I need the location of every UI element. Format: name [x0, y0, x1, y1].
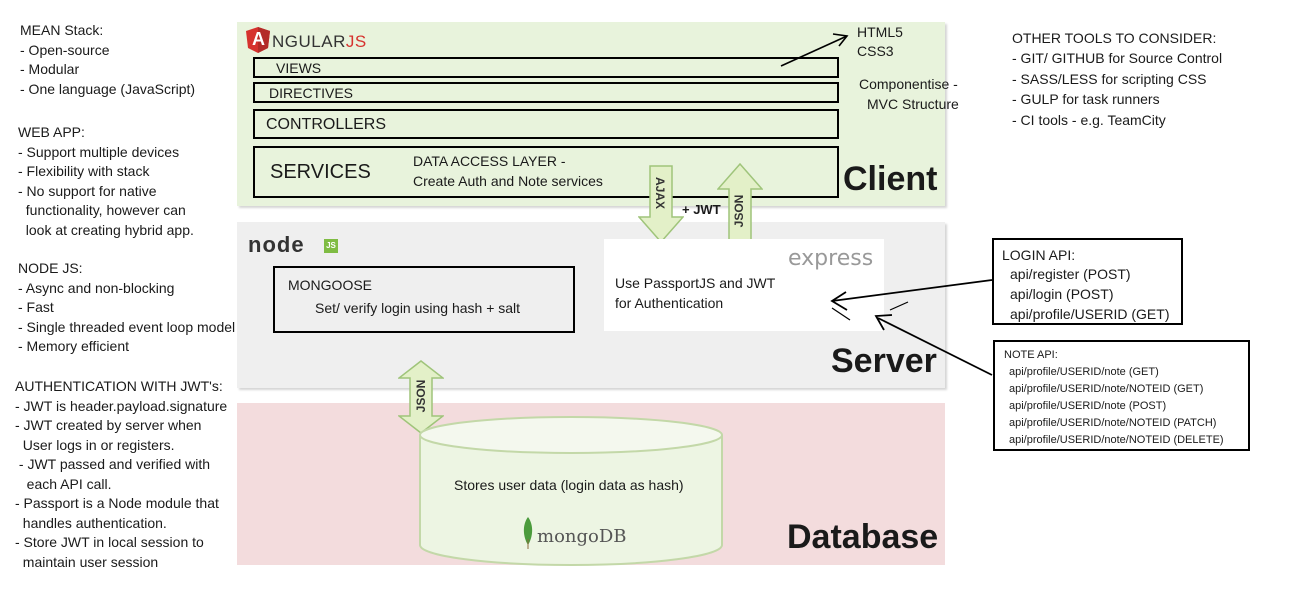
login-api-item: api/login (POST): [1010, 286, 1114, 302]
notes-mean-stack: MEAN Stack: - Open-source - Modular - On…: [20, 21, 195, 99]
note-item: - Modular: [20, 61, 80, 77]
json-db-label: JSON: [414, 379, 428, 413]
services-box: SERVICES DATA ACCESS LAYER - Create Auth…: [253, 146, 839, 198]
note-item: - Fast: [18, 299, 54, 315]
mongodb-logo: mongoDB: [537, 526, 627, 547]
directives-box: DIRECTIVES: [253, 82, 839, 103]
json-up-label: JSON: [732, 194, 746, 228]
notes-node-js: NODE JS: - Async and non-blocking - Fast…: [18, 259, 235, 357]
database-cylinder-icon: [419, 416, 723, 566]
html-css-arrow-icon: [780, 33, 849, 67]
angular-logo-text: NGULARJS: [272, 32, 367, 52]
notes-title: AUTHENTICATION WITH JWT's:: [15, 378, 223, 394]
views-box: VIEWS: [253, 57, 839, 78]
note-item: - Passport is a Node module that: [15, 495, 219, 511]
note-item: - JWT is header.payload.signature: [15, 397, 228, 414]
notes-title: OTHER TOOLS TO CONSIDER:: [1012, 30, 1217, 46]
node-js-badge: JS: [324, 239, 338, 253]
note-item: - One language (JavaScript): [20, 80, 196, 97]
mongo-leaf-icon: [523, 517, 533, 549]
note-item: - SASS/LESS for scripting CSS: [1012, 70, 1207, 87]
note-api-item: api/profile/USERID/note (GET): [1009, 366, 1159, 378]
note-item: - Open-source: [20, 41, 110, 58]
node-logo-text: node: [248, 232, 305, 257]
html5-label: HTML5: [857, 24, 903, 40]
server-layer-label: Server: [831, 342, 937, 380]
note-item: - Async and non-blocking: [18, 279, 175, 296]
ajax-label: AJAX: [653, 176, 667, 209]
client-layer-label: Client: [843, 160, 938, 198]
passport-line-2: for Authentication: [615, 295, 724, 311]
passport-line-1: Use PassportJS and JWT: [615, 275, 776, 291]
notes-title: WEB APP:: [18, 124, 85, 140]
angular-logo-suffix: JS: [345, 32, 367, 51]
note-item: maintain user session: [15, 553, 159, 570]
note-item: - Single threaded event loop model: [18, 318, 236, 335]
notes-web-app: WEB APP: - Support multiple devices - Fl…: [18, 123, 194, 240]
database-layer-label: Database: [787, 518, 939, 556]
controllers-box: CONTROLLERS: [253, 109, 839, 139]
mongoose-description: Set/ verify login using hash + salt: [315, 300, 521, 316]
note-item: - CI tools - e.g. TeamCity: [1012, 111, 1166, 128]
note-item: - JWT passed and verified with: [15, 456, 211, 472]
client-layer-band: [237, 22, 945, 206]
jwt-label: + JWT: [682, 202, 721, 217]
note-item: - Flexibility with stack: [18, 163, 150, 179]
note-api-box: NOTE API: api/profile/USERID/note (GET) …: [993, 340, 1250, 451]
login-api-title: LOGIN API:: [1002, 247, 1076, 263]
api-to-express-arrows-icon: [830, 279, 993, 376]
note-item: functionality, however can: [18, 202, 186, 218]
angular-logo-letter: A: [252, 29, 265, 49]
other-tools-notes: OTHER TOOLS TO CONSIDER: - GIT/ GITHUB f…: [1012, 28, 1222, 130]
directives-label: DIRECTIVES: [269, 85, 354, 101]
note-item: - Memory efficient: [18, 338, 129, 354]
note-item: look at creating hybrid app.: [18, 221, 194, 238]
mongoose-box: MONGOOSE Set/ verify login using hash + …: [273, 266, 575, 333]
note-item: - JWT created by server when: [15, 417, 202, 433]
note-item: each API call.: [15, 475, 112, 492]
note-api-item: api/profile/USERID/note (POST): [1009, 400, 1167, 412]
note-item: User logs in or registers.: [15, 436, 175, 453]
note-item: - GULP for task runners: [1012, 91, 1160, 107]
data-access-line-2: Create Auth and Note services: [413, 173, 603, 189]
data-access-line-1: DATA ACCESS LAYER -: [413, 153, 566, 169]
database-store-text: Stores user data (login data as hash): [454, 477, 684, 493]
componentise-line-1: Componentise -: [859, 76, 958, 92]
note-api-item: api/profile/USERID/note/NOTEID (GET): [1009, 383, 1204, 395]
express-panel: express Use PassportJS and JWT for Authe…: [604, 239, 884, 331]
notes-title: NODE JS:: [18, 260, 83, 276]
note-api-item: api/profile/USERID/note/NOTEID (DELETE): [1009, 434, 1224, 446]
controllers-label: CONTROLLERS: [266, 116, 387, 133]
angular-logo-word: NGULAR: [272, 32, 346, 51]
note-item: handles authentication.: [15, 514, 167, 531]
note-item: - Support multiple devices: [18, 143, 180, 160]
note-api-title: NOTE API:: [1004, 349, 1058, 361]
componentise-line-2: MVC Structure: [867, 96, 959, 112]
notes-title: MEAN Stack:: [20, 22, 104, 38]
note-api-item: api/profile/USERID/note/NOTEID (PATCH): [1009, 417, 1217, 429]
express-logo: express: [788, 246, 874, 271]
note-item: - No support for native: [18, 182, 157, 199]
login-api-item: api/profile/USERID (GET): [1010, 306, 1170, 322]
login-api-item: api/register (POST): [1010, 266, 1131, 282]
note-item: - GIT/ GITHUB for Source Control: [1012, 50, 1223, 66]
mongoose-title: MONGOOSE: [288, 277, 373, 293]
services-label: SERVICES: [270, 161, 371, 183]
login-api-box: LOGIN API: api/register (POST) api/login…: [992, 238, 1183, 325]
views-label: VIEWS: [276, 60, 322, 76]
css3-label: CSS3: [857, 43, 894, 59]
note-item: - Store JWT in local session to: [15, 534, 204, 550]
ajax-down-arrow-icon: [638, 165, 684, 243]
notes-authentication: AUTHENTICATION WITH JWT's: - JWT is head…: [15, 377, 227, 572]
angular-shield-icon: [246, 27, 270, 53]
